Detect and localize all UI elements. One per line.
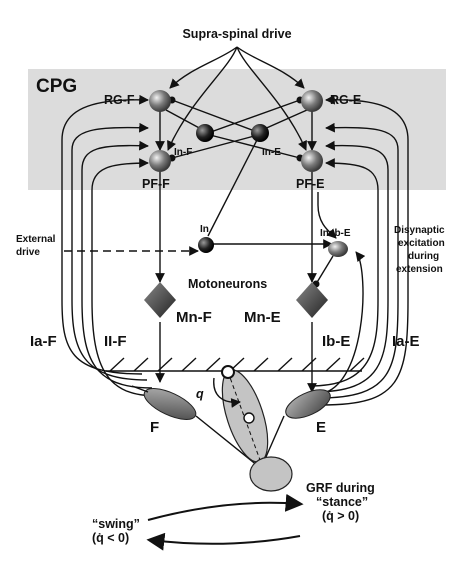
in-f-label: In-F	[174, 147, 192, 158]
rg-f-neuron	[149, 90, 171, 112]
muscle-f	[143, 388, 197, 420]
supraspinal-drive-lines	[167, 46, 307, 151]
cpg-box	[28, 69, 446, 190]
limb-mechanics	[131, 365, 331, 492]
in-label: In	[200, 224, 209, 235]
disynaptic-label-4: extension	[396, 264, 443, 275]
cpg-label: CPG	[36, 76, 77, 97]
grf-label-2: “stance”	[316, 495, 368, 509]
motoneurons	[144, 282, 328, 318]
rg-e-neuron	[301, 90, 323, 112]
in-neuron	[198, 237, 214, 253]
in-e-neuron	[251, 124, 269, 142]
ib-e-label: Ib-E	[322, 333, 350, 350]
swing-label-2: (q̇ < 0)	[92, 531, 129, 545]
pf-e-label: PF-E	[296, 177, 324, 191]
afferent-loops-right	[309, 94, 409, 406]
ia-f-label: Ia-F	[30, 333, 57, 350]
in-e-label: In-E	[262, 147, 281, 158]
ii-f-label: II-F	[104, 333, 127, 350]
swing-stance-arrows	[146, 493, 304, 551]
hatched-ground	[106, 357, 365, 372]
foot-segment	[249, 456, 293, 492]
muscle-f-label: F	[150, 419, 159, 436]
muscle-e-label: E	[316, 419, 326, 436]
afferent-loops-left	[61, 94, 158, 397]
neurons	[149, 90, 348, 257]
mn-f-label: Mn-F	[176, 309, 212, 326]
pf-e-neuron	[301, 150, 323, 172]
muscle-e	[285, 389, 331, 419]
pf-f-neuron	[149, 150, 171, 172]
external-drive-label-2: drive	[16, 247, 40, 258]
grf-label-3: (q̇ > 0)	[322, 509, 359, 523]
external-drive-label-1: External	[16, 234, 56, 245]
swing-label-1: “swing”	[92, 517, 140, 531]
mn-e-diamond	[296, 282, 328, 318]
disynaptic-label-1: Disynaptic	[394, 225, 445, 236]
motoneurons-label: Motoneurons	[188, 277, 267, 291]
supraspinal-drive-label: Supra-spinal drive	[182, 27, 291, 41]
rg-f-label: RG-F	[104, 93, 135, 107]
pf-f-label: PF-F	[142, 177, 170, 191]
in-f-neuron	[196, 124, 214, 142]
disynaptic-label-3: during	[408, 251, 439, 262]
inab-e-label: Inab-E	[320, 228, 351, 239]
q-label: q	[196, 387, 204, 401]
disynaptic-label-2: excitation	[398, 238, 445, 249]
mn-f-diamond	[144, 282, 176, 318]
rg-e-label: RG-E	[330, 93, 361, 107]
grf-label-1: GRF during	[306, 481, 375, 495]
ia-e-label: Ia-E	[392, 333, 420, 350]
mn-e-label: Mn-E	[244, 309, 281, 326]
inab-e-neuron	[328, 241, 348, 257]
knee-joint	[243, 412, 255, 424]
hip-joint	[221, 365, 235, 379]
